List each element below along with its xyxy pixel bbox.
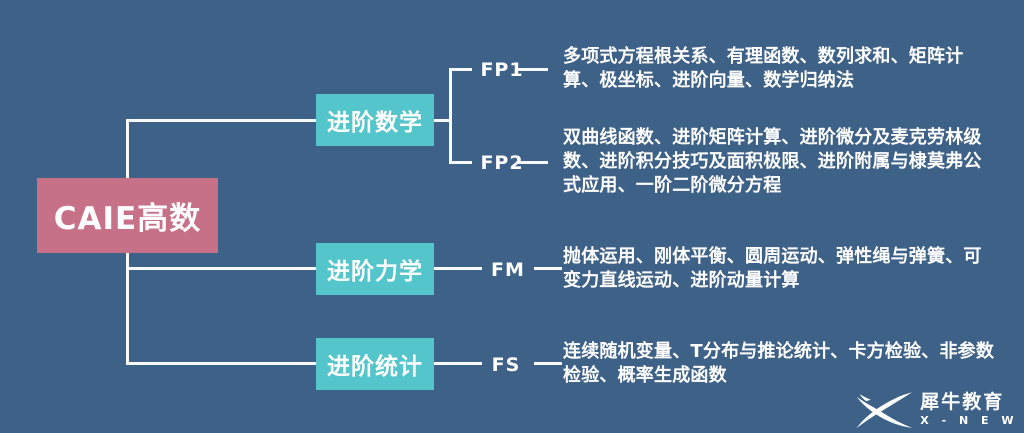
fp-vertical-line	[449, 68, 452, 164]
math-stub-line	[434, 119, 450, 122]
branch-node-statistics[interactable]: 进阶统计	[316, 338, 434, 390]
xnew-logo-text: 犀牛教育 X - N E W	[920, 391, 1018, 428]
module-desc-fp1: 多项式方程根关系、有理函数、数列求和、矩阵计算、极坐标、进阶向量、数学归纳法	[563, 46, 964, 91]
branch-math-connector-line	[127, 119, 317, 122]
fm-line-left	[434, 267, 482, 270]
module-code-fp2[interactable]: FP2	[480, 152, 524, 174]
root-node-caie[interactable]: CAIE高数	[37, 178, 218, 253]
fp2-line-left	[452, 161, 472, 164]
module-code-fp1[interactable]: FP1	[480, 59, 524, 81]
module-desc-fs: 连续随机变量、T分布与推论统计、卡方检验、非参数检验、概率生成函数	[563, 341, 995, 386]
fp2-line-right	[518, 161, 548, 164]
module-code-fm[interactable]: FM	[491, 259, 525, 281]
xnew-brand-logo: 犀牛教育 X - N E W	[854, 390, 1018, 430]
fp1-line-left	[452, 68, 472, 71]
brand-name-en: X - N E W	[920, 414, 1018, 428]
branch-node-mechanics[interactable]: 进阶力学	[316, 243, 434, 295]
brand-name-cn: 犀牛教育	[920, 391, 1005, 414]
branch-node-math[interactable]: 进阶数学	[316, 94, 434, 146]
module-desc-fp2: 双曲线函数、进阶矩阵计算、进阶微分及麦克劳林级数、进阶积分技巧及面积极限、进阶附…	[563, 127, 982, 196]
branch-statistics-connector-line	[127, 362, 317, 365]
module-desc-fm: 抛体运用、刚体平衡、圆周运动、弹性绳与弹簧、可变力直线运动、进阶动量计算	[563, 246, 982, 291]
branch-mechanics-connector-line	[127, 267, 317, 270]
fs-line-right	[534, 362, 562, 365]
fs-line-left	[434, 362, 482, 365]
fm-line-right	[534, 267, 562, 270]
xnew-logo-icon	[854, 390, 914, 430]
fp1-line-right	[518, 68, 548, 71]
module-code-fs[interactable]: FS	[491, 354, 521, 376]
